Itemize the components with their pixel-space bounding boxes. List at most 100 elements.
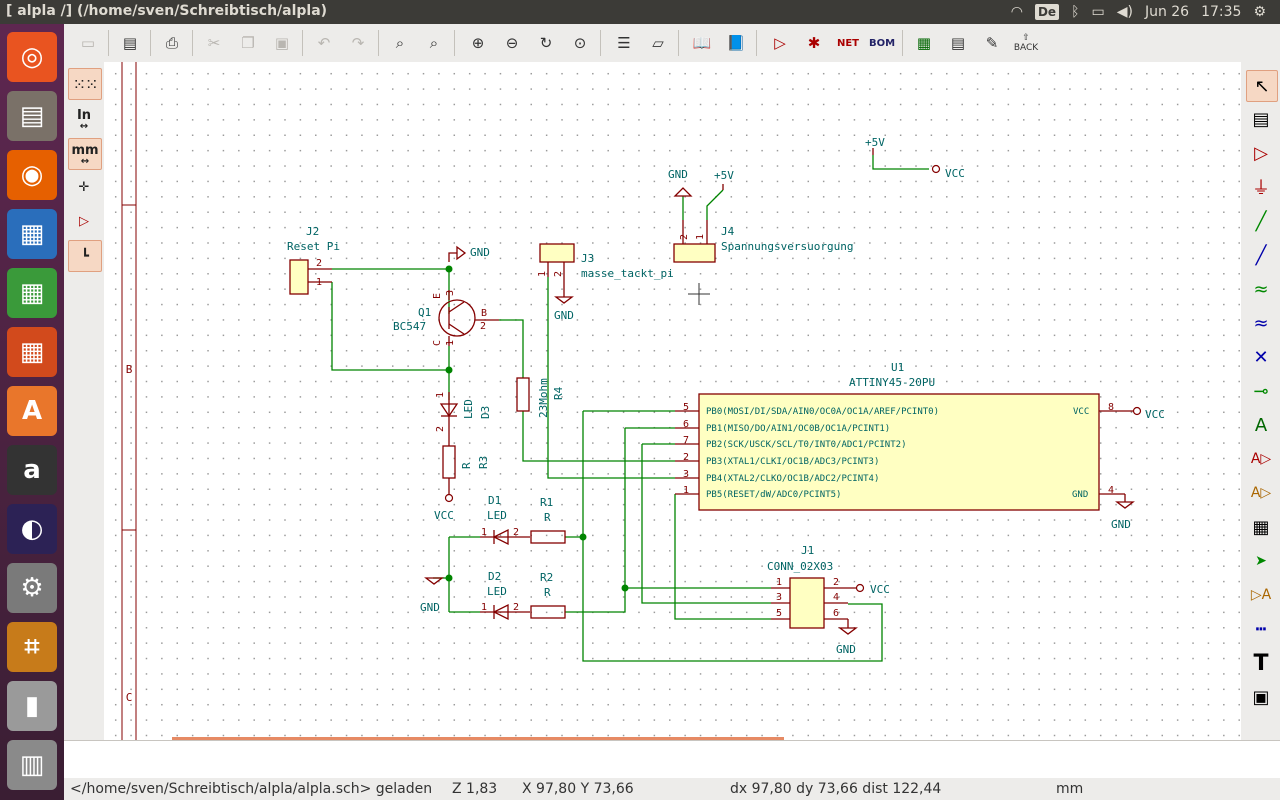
bluetooth-icon[interactable]: ᛒ xyxy=(1071,4,1080,20)
svg-text:GND: GND xyxy=(554,309,574,322)
files-icon[interactable]: ▤ xyxy=(7,91,57,141)
battery-icon[interactable]: ▭ xyxy=(1091,4,1105,20)
global-label-icon[interactable]: A▷ xyxy=(1250,451,1272,467)
place-bus-icon[interactable]: ╱ xyxy=(1255,244,1267,266)
svg-text:VCC: VCC xyxy=(1145,408,1165,421)
image-icon[interactable]: ▣ xyxy=(1252,686,1270,708)
copy-icon[interactable]: ❐ xyxy=(241,34,255,52)
hier-sheet-icon[interactable]: ▦ xyxy=(1252,516,1270,538)
svg-text:VCC: VCC xyxy=(945,167,965,180)
mm-units-button[interactable]: mm↔ xyxy=(68,138,102,170)
paste-icon[interactable]: ▣ xyxy=(274,34,290,52)
netlist-button[interactable]: NET xyxy=(836,37,860,49)
bom-button[interactable]: BOM xyxy=(868,37,896,49)
net-label-icon[interactable]: A xyxy=(1254,414,1268,436)
zoom-fit-icon[interactable]: ⊙ xyxy=(573,34,587,52)
power-gear-icon[interactable]: ⚙ xyxy=(1253,4,1266,20)
svg-text:PB0(MOSI/DI/SDA/AIN0/OC0A/OC1A: PB0(MOSI/DI/SDA/AIN0/OC0A/OC1A/AREF/PCIN… xyxy=(706,407,939,417)
amazon-icon[interactable]: a xyxy=(7,445,57,495)
mm-label: mm xyxy=(71,142,99,158)
library-browser-icon[interactable]: 📘 xyxy=(726,34,746,52)
horizontal-scroll-indicator[interactable] xyxy=(172,737,784,740)
d3-ref: D3 xyxy=(479,406,492,419)
impress-icon[interactable]: ▦ xyxy=(7,327,57,377)
schematic-canvas[interactable]: B C xyxy=(104,62,1241,740)
cut-icon[interactable]: ✂ xyxy=(207,34,221,52)
hidden-pins-icon[interactable]: ▷ xyxy=(79,213,89,229)
date-indicator[interactable]: Jun 26 xyxy=(1144,4,1190,20)
undo-icon[interactable]: ↶ xyxy=(317,34,331,52)
print-icon[interactable]: ⎙ xyxy=(165,34,178,52)
wire-bus-entry-icon[interactable]: ≈ xyxy=(1253,278,1269,300)
back-annotate-button[interactable]: ⇧BACK xyxy=(1012,30,1040,56)
page-settings-icon[interactable]: ▤ xyxy=(122,34,138,52)
wifi-icon[interactable]: ◠ xyxy=(1010,4,1023,20)
j4-value: Spannungsversuorgung xyxy=(721,240,853,253)
import-sheet-pin-icon[interactable]: ➤ xyxy=(1255,553,1267,569)
place-component-icon[interactable]: ▷ xyxy=(1254,142,1268,164)
writer-icon[interactable]: ▦ xyxy=(7,209,57,259)
svg-text:1: 1 xyxy=(481,602,487,613)
crosshair-cursor xyxy=(688,283,710,305)
pcbnew-icon[interactable]: ▤ xyxy=(950,34,966,52)
u1-ref: U1 xyxy=(891,361,904,374)
zoom-in-icon[interactable]: ⊕ xyxy=(471,34,485,52)
place-power-icon[interactable]: ⏚ xyxy=(1252,178,1270,199)
erc-icon[interactable]: ✱ xyxy=(807,34,821,52)
j3-ref: J3 xyxy=(581,252,594,265)
cvpcb-icon[interactable]: ▦ xyxy=(916,34,932,52)
zoom-out-icon[interactable]: ⊖ xyxy=(505,34,519,52)
place-wire-icon[interactable]: ╱ xyxy=(1255,210,1267,232)
junction-icon[interactable]: ⊸ xyxy=(1253,380,1269,402)
graphic-line-icon[interactable]: ┅ xyxy=(1255,618,1267,640)
leave-sheet-icon[interactable]: ▱ xyxy=(652,34,664,52)
labels: J2 Reset Pi Q1 BC547 LED D3 R R3 23Mohm … xyxy=(287,225,935,599)
redo-icon[interactable]: ↷ xyxy=(351,34,365,52)
j3-value: masse_tackt_pi xyxy=(581,267,674,280)
find-replace-icon[interactable]: ⌕ xyxy=(429,34,439,52)
keyboard-layout-indicator[interactable]: De xyxy=(1034,4,1060,20)
hierarchy-navigator-icon[interactable]: ☰ xyxy=(617,34,631,52)
junctions xyxy=(445,265,629,592)
trash-icon[interactable]: ▥ xyxy=(7,740,57,790)
bus-bus-entry-icon[interactable]: ≈ xyxy=(1253,312,1269,334)
hierarchy-nav-icon[interactable]: ▤ xyxy=(1252,108,1270,130)
select-arrow-icon[interactable]: ↖ xyxy=(1246,70,1278,102)
find-icon[interactable]: ⌕ xyxy=(395,34,405,52)
inch-units-button[interactable]: In↔ xyxy=(68,104,100,134)
status-bar: </home/sven/Schreibtisch/alpla/alpla.sch… xyxy=(64,778,1280,800)
hier-label-icon[interactable]: A▷ xyxy=(1250,485,1272,501)
clock-indicator[interactable]: 17:35 xyxy=(1201,4,1242,20)
new-sheet-icon[interactable]: ▭ xyxy=(80,34,96,52)
no-connect-icon[interactable]: ✕ xyxy=(1253,346,1269,368)
usb-drive-icon[interactable]: ▮ xyxy=(7,681,57,731)
text-icon[interactable]: T xyxy=(1253,650,1269,676)
svg-text:E: E xyxy=(432,293,443,299)
sheet-pin-icon[interactable]: ▷A xyxy=(1250,587,1272,603)
eclipse-icon[interactable]: ◐ xyxy=(7,504,57,554)
grid-toggle-icon[interactable]: ⁙⁙ xyxy=(68,68,102,100)
left-toolbar: ⁙⁙ In↔ mm↔ ✛ ▷ ┗ xyxy=(64,62,104,740)
svg-text:6: 6 xyxy=(833,608,839,619)
cursor-shape-icon[interactable]: ✛ xyxy=(78,179,90,195)
settings-icon[interactable]: ⚙ xyxy=(7,563,57,613)
edit-fields-icon[interactable]: ✎ xyxy=(985,34,999,52)
redraw-icon[interactable]: ↻ xyxy=(539,34,553,52)
svg-text:7: 7 xyxy=(683,435,689,446)
svg-text:2: 2 xyxy=(683,452,689,463)
system-tray: ◠ De ᛒ ▭ ◀) Jun 26 17:35 ⚙ xyxy=(1011,0,1280,24)
volume-icon[interactable]: ◀) xyxy=(1116,4,1133,20)
firefox-icon[interactable]: ◉ xyxy=(7,150,57,200)
svg-text:8: 8 xyxy=(1108,402,1114,413)
library-editor-icon[interactable]: 📖 xyxy=(692,34,712,52)
svg-text:1: 1 xyxy=(481,527,487,538)
calc-icon[interactable]: ▦ xyxy=(7,268,57,318)
ubuntu-dash-icon[interactable]: ◎ xyxy=(7,32,57,82)
eeschema-icon[interactable]: ⌗ xyxy=(7,622,57,672)
sheet-row-b: B xyxy=(126,363,133,376)
h-v-lines-icon[interactable]: ┗ xyxy=(68,240,102,272)
status-zoom: Z 1,83 xyxy=(452,781,498,797)
j2-ref: J2 xyxy=(306,225,319,238)
software-center-icon[interactable]: A xyxy=(7,386,57,436)
annotate-icon[interactable]: ▷ xyxy=(774,34,786,52)
